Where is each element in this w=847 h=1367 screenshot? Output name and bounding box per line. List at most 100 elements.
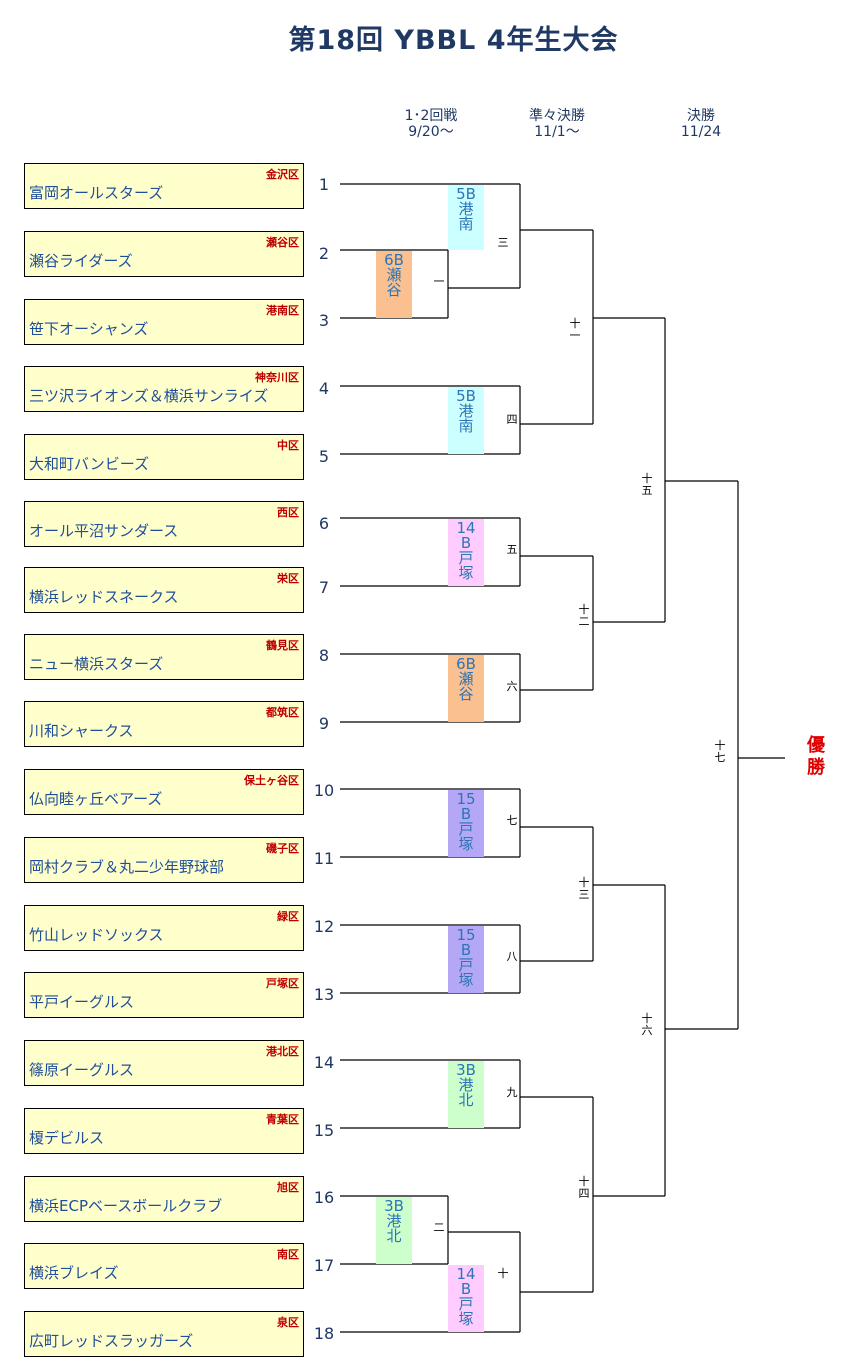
team-ward: 中区 <box>277 439 299 452</box>
team-entry-18: 泉区 広町レッドスラッガーズ <box>24 1311 304 1357</box>
seed-number: 4 <box>318 379 330 398</box>
game-number: 一 <box>433 275 445 288</box>
seed-number: 8 <box>318 646 330 665</box>
header-quarter-name: 準々決勝 <box>529 108 585 124</box>
team-ward: 神奈川区 <box>255 371 299 384</box>
header-quarter-date: 11/1～ <box>534 124 580 140</box>
game-number: 十五 <box>641 472 653 497</box>
header-final: 決勝 11/24 <box>656 108 746 140</box>
team-entry-12: 緑区 竹山レッドソックス <box>24 905 304 951</box>
game-number: 十二 <box>578 603 590 628</box>
team-entry-6: 西区 オール平沼サンダース <box>24 501 304 547</box>
team-name: 竹山レッドソックス <box>29 926 164 944</box>
game-number: 六 <box>506 680 518 693</box>
game-number: 十 <box>497 1267 509 1280</box>
team-ward: 緑区 <box>277 910 299 923</box>
team-name: 岡村クラブ＆丸二少年野球部 <box>29 858 225 876</box>
seed-number: 16 <box>313 1188 335 1207</box>
team-entry-15: 青葉区 榎デビルス <box>24 1108 304 1154</box>
page-title: 第18回 YBBL 4年生大会 <box>288 25 619 56</box>
header-round1-date: 9/20～ <box>408 124 454 140</box>
game-number: 四 <box>506 413 518 426</box>
team-ward: 保土ヶ谷区 <box>244 774 299 787</box>
seed-number: 15 <box>313 1121 335 1140</box>
team-name: 広町レッドスラッガーズ <box>29 1332 194 1350</box>
team-ward: 港北区 <box>266 1045 299 1058</box>
team-entry-11: 磯子区 岡村クラブ＆丸二少年野球部 <box>24 837 304 883</box>
team-name: 横浜ブレイズ <box>29 1264 119 1282</box>
team-name: 横浜レッドスネークス <box>29 588 179 606</box>
team-entry-14: 港北区 篠原イーグルス <box>24 1040 304 1086</box>
team-ward: 旭区 <box>277 1181 299 1194</box>
team-entry-1: 金沢区 富岡オールスターズ <box>24 163 304 209</box>
team-entry-16: 旭区 横浜ECPベースボールクラブ <box>24 1176 304 1222</box>
seed-number: 10 <box>313 781 335 800</box>
game-number: 七 <box>506 814 518 827</box>
team-name: 篠原イーグルス <box>29 1061 135 1079</box>
seed-number: 12 <box>313 917 335 936</box>
team-name: 横浜ECPベースボールクラブ <box>29 1197 223 1215</box>
game-number: 十三 <box>578 876 590 901</box>
team-name: 三ツ沢ライオンズ＆横浜サンライズ <box>29 387 269 405</box>
header-final-date: 11/24 <box>680 124 722 140</box>
team-ward: 西区 <box>277 506 299 519</box>
seed-number: 9 <box>318 714 330 733</box>
seed-number: 18 <box>313 1324 335 1343</box>
team-name: 仏向睦ヶ丘ベアーズ <box>29 790 163 808</box>
seed-number: 13 <box>313 985 335 1004</box>
team-entry-9: 都筑区 川和シャークス <box>24 701 304 747</box>
game-number: 二 <box>433 1221 445 1234</box>
game-number: 八 <box>506 950 518 963</box>
game-number: 九 <box>506 1086 518 1099</box>
team-name: 富岡オールスターズ <box>29 184 164 202</box>
team-entry-4: 神奈川区 三ツ沢ライオンズ＆横浜サンライズ <box>24 366 304 412</box>
team-name: 瀬谷ライダーズ <box>29 252 133 270</box>
team-name: 大和町バンビーズ <box>29 455 150 473</box>
seed-number: 6 <box>318 514 330 533</box>
team-entry-5: 中区 大和町バンビーズ <box>24 434 304 480</box>
seed-number: 17 <box>313 1256 335 1275</box>
seed-number: 11 <box>313 849 335 868</box>
team-ward: 港南区 <box>266 304 299 317</box>
team-name: 笹下オーシャンズ <box>29 320 149 338</box>
game-number: 十一 <box>569 317 581 342</box>
team-entry-13: 戸塚区 平戸イーグルス <box>24 972 304 1018</box>
game-number: 十六 <box>641 1012 653 1037</box>
team-ward: 都筑区 <box>266 706 299 719</box>
team-ward: 磯子区 <box>266 842 299 855</box>
team-name: ニュー横浜スターズ <box>29 655 164 673</box>
team-entry-2: 瀬谷区 瀬谷ライダーズ <box>24 231 304 277</box>
header-round1: 1･2回戦 9/20～ <box>386 108 476 140</box>
seed-number: 14 <box>313 1053 335 1072</box>
team-ward: 泉区 <box>277 1316 299 1329</box>
game-number: 三 <box>497 236 509 249</box>
team-name: 川和シャークス <box>29 722 134 740</box>
seed-number: 5 <box>318 447 330 466</box>
team-ward: 南区 <box>277 1248 299 1261</box>
team-name: オール平沼サンダース <box>29 522 179 540</box>
seed-number: 1 <box>318 175 330 194</box>
team-entry-7: 栄区 横浜レッドスネークス <box>24 567 304 613</box>
game-number: 五 <box>506 543 518 556</box>
header-final-name: 決勝 <box>687 108 715 124</box>
game-number: 十七 <box>714 739 726 764</box>
team-ward: 栄区 <box>277 572 299 585</box>
team-ward: 青葉区 <box>266 1113 299 1126</box>
champion-label: 優勝 <box>807 735 825 778</box>
header-round1-name: 1･2回戦 <box>404 108 458 124</box>
team-ward: 戸塚区 <box>266 977 299 990</box>
seed-number: 3 <box>318 311 330 330</box>
team-ward: 金沢区 <box>266 168 299 181</box>
seed-number: 7 <box>318 578 330 597</box>
team-ward: 鶴見区 <box>266 639 299 652</box>
